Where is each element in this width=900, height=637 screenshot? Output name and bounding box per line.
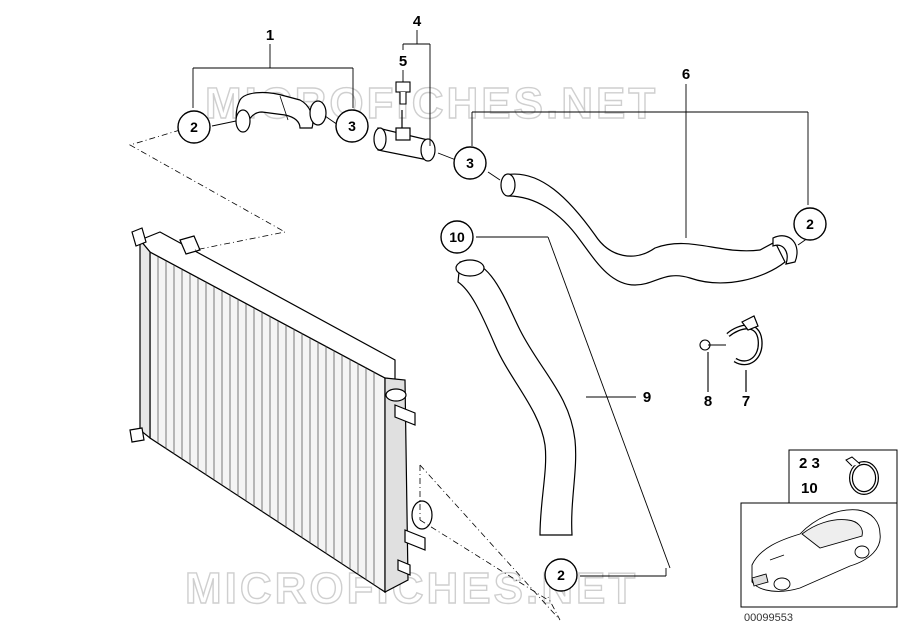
svg-text:3: 3 <box>348 118 356 134</box>
radiator <box>129 227 433 594</box>
clamp-7 <box>726 315 763 392</box>
hose-short-bend <box>235 91 327 133</box>
hose-lower <box>455 259 577 536</box>
leader-lines <box>128 129 561 621</box>
callout-10: 10 <box>440 220 474 254</box>
radiator-fins <box>157 257 375 585</box>
svg-text:2: 2 <box>557 567 565 583</box>
bracket-part-9 <box>476 236 671 577</box>
callout-3-left: 3 <box>335 109 369 143</box>
part-number-4: 4 <box>413 13 422 30</box>
svg-text:2: 2 <box>190 119 198 135</box>
screw-5 <box>395 81 411 105</box>
hose-clamp-icon <box>845 456 879 495</box>
callout-2-right: 2 <box>793 207 827 241</box>
svg-text:10: 10 <box>801 480 818 497</box>
part-number-1: 1 <box>266 27 274 44</box>
coolant-connector <box>373 110 436 162</box>
screw-8 <box>699 339 726 392</box>
reference-number: 00099553 <box>744 612 793 624</box>
car-icon <box>751 509 881 592</box>
hose-long-upper <box>500 173 798 286</box>
svg-text:2 3: 2 3 <box>799 455 820 472</box>
part-number-8: 8 <box>704 393 712 410</box>
callout-3-right: 3 <box>453 146 487 180</box>
part-number-6: 6 <box>682 66 690 83</box>
part-number-5: 5 <box>399 53 407 70</box>
svg-text:3: 3 <box>466 155 474 171</box>
part-number-9: 9 <box>643 389 651 406</box>
callout-2-left: 2 <box>177 110 211 144</box>
part-number-7: 7 <box>742 393 750 410</box>
inset-clamp-box: 2 3 10 <box>788 449 898 504</box>
svg-text:10: 10 <box>449 229 465 245</box>
svg-text:2: 2 <box>806 216 814 232</box>
inset-car-box: 00099553 <box>740 502 898 624</box>
callout-2-bottom: 2 <box>544 558 578 592</box>
bracket-part-4 <box>402 30 457 161</box>
